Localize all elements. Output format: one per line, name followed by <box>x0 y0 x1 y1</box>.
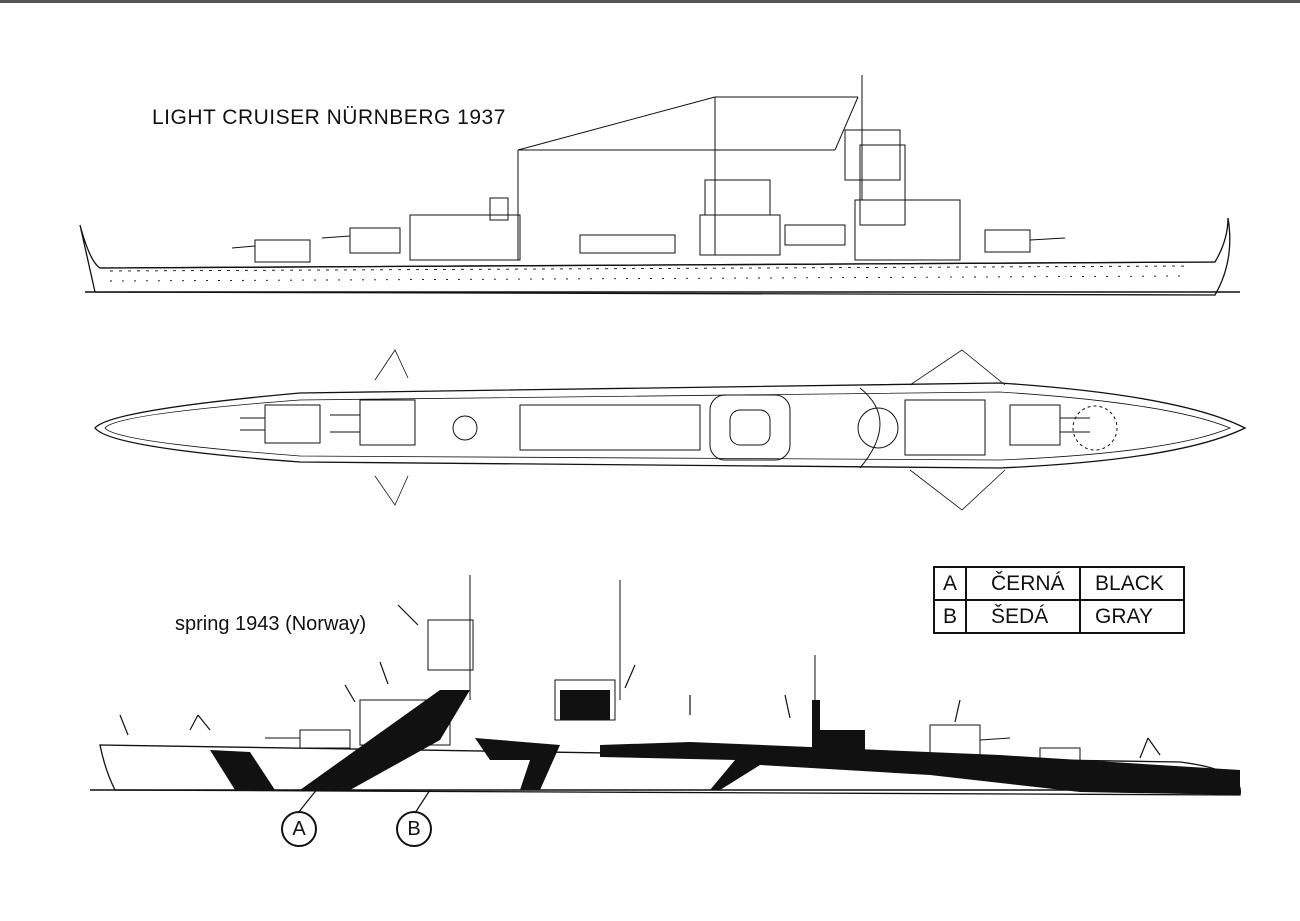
legend-english: GRAY <box>1079 599 1186 634</box>
legend-czech: ČERNÁ <box>965 566 1082 601</box>
callout-a: A <box>281 811 317 847</box>
legend-czech: ŠEDÁ <box>965 599 1082 634</box>
color-legend-table: A ČERNÁ BLACK B ŠEDÁ GRAY <box>932 566 1186 634</box>
top-view <box>94 349 1247 511</box>
camouflage-subtitle: spring 1943 (Norway) <box>175 613 367 635</box>
legend-key: B <box>932 599 968 634</box>
scan-edge <box>0 0 1300 3</box>
legend-row: B ŠEDÁ GRAY <box>932 599 1186 634</box>
side-view-1937 <box>79 75 1240 296</box>
drawing-title: LIGHT CRUISER NÜRNBERG 1937 <box>152 106 506 129</box>
legend-key: A <box>932 566 968 601</box>
legend-row: A ČERNÁ BLACK <box>932 566 1186 601</box>
pointer-arrows <box>119 604 1161 814</box>
side-view-1943 <box>90 575 1241 814</box>
callout-b: B <box>396 811 432 847</box>
legend-english: BLACK <box>1079 566 1186 601</box>
camouflage-black <box>210 690 1240 795</box>
